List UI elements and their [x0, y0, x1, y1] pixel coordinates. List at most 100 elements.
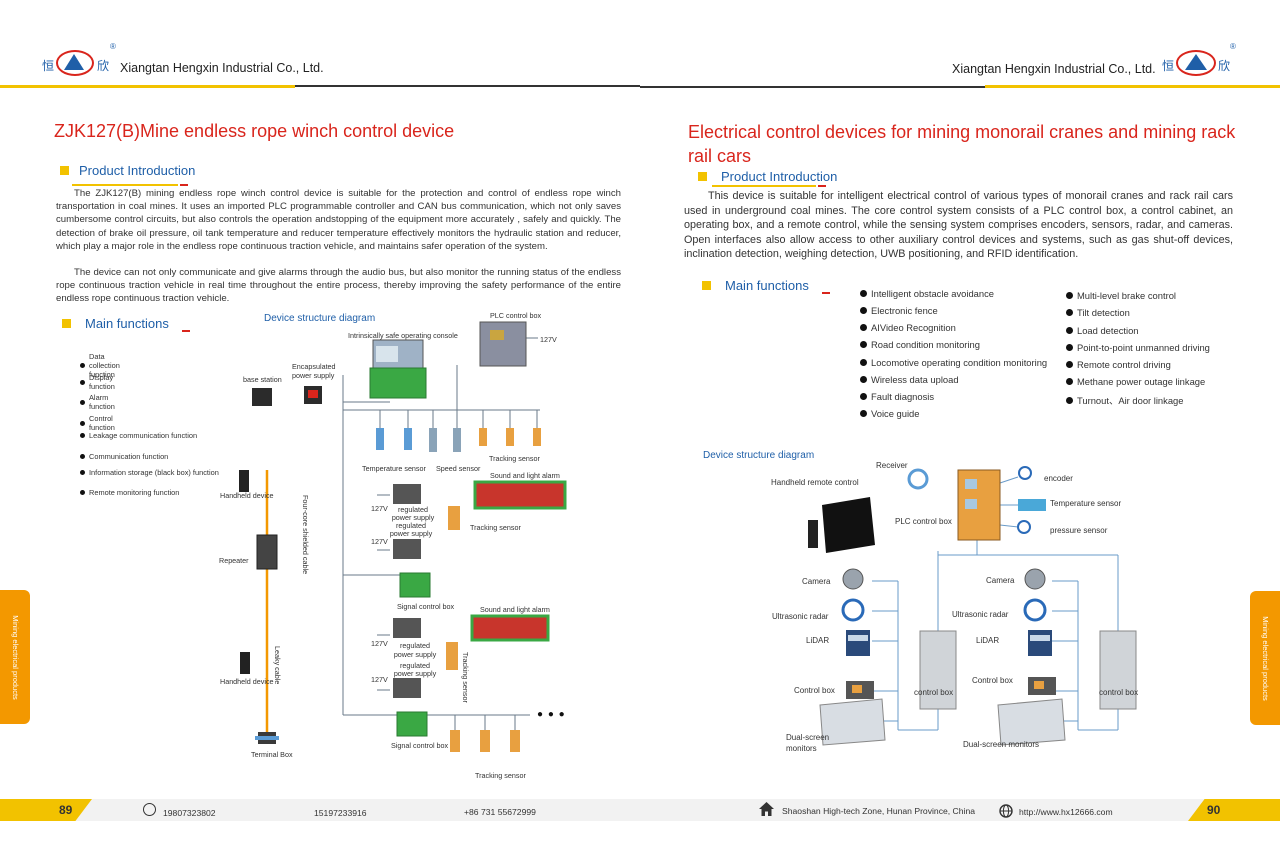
dual-screen-label: Dual-screen monitors: [963, 740, 1040, 749]
repeater-label: Repeater: [219, 556, 249, 565]
list-item: Methane power outage linkage: [1066, 376, 1205, 387]
company-name-left: Xiangtan Hengxin Industrial Co., Ltd.: [120, 61, 324, 75]
home-icon: [759, 802, 774, 816]
phone-2: 15197233916: [314, 808, 367, 818]
phone-1: 19807323802: [163, 808, 216, 818]
signal-control-box-icon: [399, 572, 431, 598]
regulated-power-label: regulated power supply: [389, 521, 433, 538]
list-item: Remote monitoring function: [80, 488, 179, 497]
tracking-sensor-icon: [448, 506, 460, 530]
encoder-icon: [1018, 466, 1032, 480]
plc-control-box-label: PLC control box: [490, 311, 542, 320]
right-product-intro-heading: Product Introduction: [698, 169, 837, 184]
lidar-icon: [846, 630, 870, 656]
camera-label: Camera: [802, 577, 831, 586]
alarm-icon: [473, 480, 567, 510]
tablet-icon: [822, 497, 875, 553]
base-station-icon: [252, 388, 272, 406]
voltage-label: 127V: [371, 537, 388, 546]
left-product-intro-heading: Product Introduction: [60, 163, 195, 178]
control-box-label: control box: [1099, 688, 1139, 697]
section-marker-icon: [698, 172, 707, 181]
list-item: Leakage communication function: [80, 431, 197, 440]
ultrasonic-radar-label: Ultrasonic radar: [772, 612, 829, 621]
list-item: Display function: [80, 373, 115, 391]
section-marker-icon: [702, 281, 711, 290]
control-box-icon: [1099, 630, 1137, 710]
footer-band-right: [640, 799, 1280, 821]
base-station-label: base station: [243, 375, 282, 384]
alarm-icon: [470, 614, 550, 642]
list-item: AIVideo Recognition: [860, 322, 956, 333]
tracking-sensor-label: Tracking sensor: [461, 652, 470, 703]
list-item: Intelligent obstacle avoidance: [860, 288, 994, 299]
list-item: Multi-level brake control: [1066, 290, 1176, 301]
handheld-device-label: Handheld device: [220, 677, 274, 686]
list-item: Control function: [80, 414, 115, 432]
list-item: Load detection: [1066, 325, 1139, 336]
console-label: Intrinsically safe operating console: [348, 331, 458, 340]
list-item: Information storage (black box) function: [80, 468, 219, 477]
right-diagram-title: Device structure diagram: [703, 450, 815, 461]
side-tab-left: Mining electrical products: [0, 590, 30, 724]
list-item: Voice guide: [860, 408, 919, 419]
hengxin-logo-icon: [56, 50, 94, 76]
camera-label: Camera: [986, 576, 1015, 585]
lidar-label: LiDAR: [976, 636, 1000, 645]
list-item: Communication function: [80, 452, 168, 461]
plc-control-box-icon: [479, 321, 527, 367]
ellipsis-label: ● ● ●: [537, 709, 566, 720]
pressure-sensor-label: pressure sensor: [1050, 526, 1108, 535]
website-link[interactable]: http://www.hx12666.com: [1019, 807, 1113, 817]
tracking-sensor-label: Tracking sensor: [475, 771, 526, 780]
globe-icon: [999, 804, 1013, 818]
handheld-device-label: Handheld device: [220, 491, 274, 500]
lidar-label: LiDAR: [806, 636, 830, 645]
camera-icon: [1024, 568, 1046, 590]
left-intro-paragraph-2: The device can not only communicate and …: [56, 267, 621, 305]
page-number-right: 90: [1207, 803, 1221, 817]
monitor-icon: [819, 698, 886, 746]
left-main-functions-heading: Main functions: [62, 316, 169, 331]
encoder-label: encoder: [1044, 474, 1073, 483]
lidar-icon: [1028, 630, 1052, 656]
control-box-label: control box: [914, 688, 954, 697]
tracking-sensor-label: Tracking sensor: [470, 523, 521, 532]
regulated-power-label: regulated power supply: [391, 505, 435, 522]
remote-control-icon: [808, 520, 818, 548]
right-structure-diagram: [808, 466, 1137, 746]
list-item: Turnout、Air door linkage: [1066, 393, 1183, 407]
logo-right: 恒 欣 ®: [1160, 42, 1240, 78]
header-rule-left-dark: [295, 85, 640, 87]
section-marker-icon: [60, 166, 69, 175]
dual-screen-label: Dual-screen monitors: [786, 733, 830, 753]
left-page-title: ZJK127(B)Mine endless rope winch control…: [54, 121, 455, 141]
regulated-power-label: regulated power supply: [393, 641, 437, 659]
right-main-functions-heading: Main functions: [702, 278, 809, 293]
temperature-sensor-label: Temperature sensor: [1050, 499, 1122, 508]
section-marker-icon: [62, 319, 71, 328]
left-diagram-title: Device structure diagram: [264, 313, 376, 324]
ultrasonic-radar-label: Ultrasonic radar: [952, 610, 1009, 619]
pressure-sensor-icon: [1017, 520, 1031, 534]
phone-icon: [143, 803, 156, 816]
voltage-label: 127V: [371, 504, 388, 513]
plc-control-box-icon: [957, 469, 1001, 541]
tracking-sensor-icon: [446, 642, 458, 670]
plc-control-box-label: PLC control box: [895, 517, 952, 526]
left-intro-paragraph-1: The ZJK127(B) mining endless rope winch …: [56, 188, 621, 252]
alarm-label: Sound and light alarm: [480, 605, 550, 614]
address: Shaoshan High-tech Zone, Hunan Province,…: [782, 806, 975, 816]
four-core-cable-label: Four-core shielded cable: [301, 495, 310, 575]
right-intro-paragraph: This device is suitable for intelligent …: [684, 190, 1233, 261]
phone-3: +86 731 55672999: [464, 807, 536, 817]
list-item: Electronic fence: [860, 305, 938, 316]
side-tab-right: Mining electrical products: [1250, 591, 1280, 725]
list-item: Road condition monitoring: [860, 339, 980, 350]
speed-sensor-label: Speed sensor: [436, 464, 481, 473]
voltage-label: 127V: [371, 639, 388, 648]
leaky-cable-label: Leaky cable: [273, 646, 282, 685]
list-item: Wireless data upload: [860, 374, 959, 385]
list-item: Remote control driving: [1066, 359, 1171, 370]
ultrasonic-radar-icon: [1023, 598, 1047, 622]
